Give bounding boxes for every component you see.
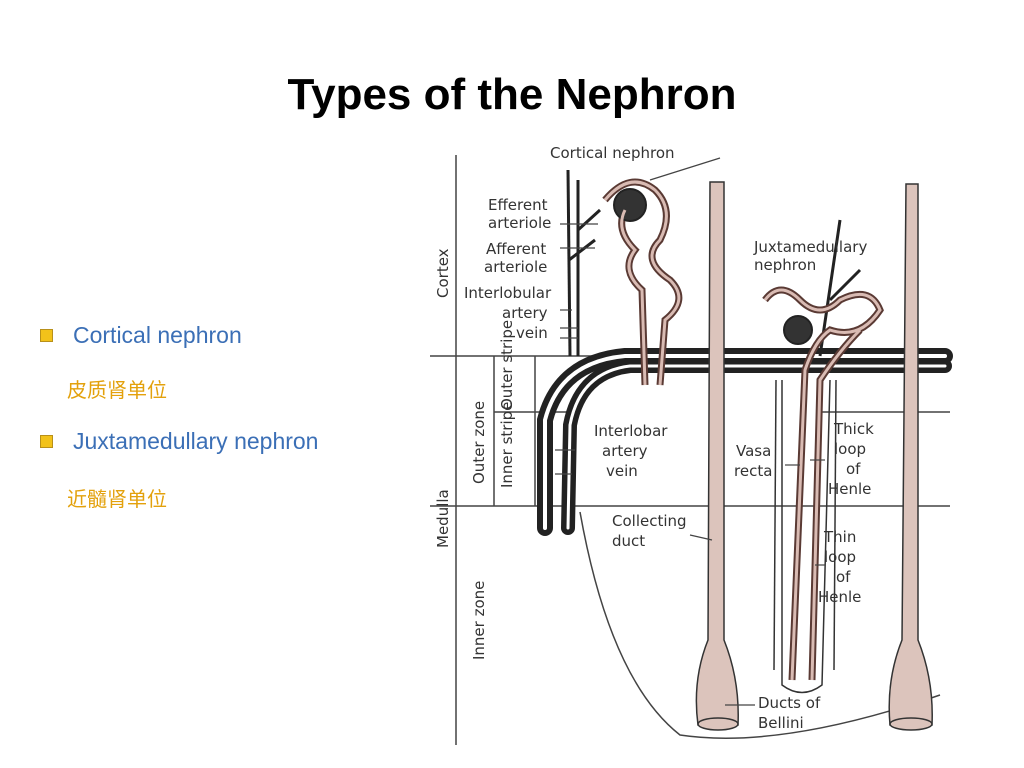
label-collecting-2: duct xyxy=(612,532,645,550)
label-interlobar-2: artery xyxy=(602,442,648,460)
label-efferent-1: Efferent xyxy=(488,196,548,214)
bullet-sub-cortical: 皮质肾单位 xyxy=(67,378,167,402)
interlobular-vessels xyxy=(566,169,862,357)
label-afferent-1: Afferent xyxy=(486,240,546,258)
bullet-item-juxtamedullary: Juxtamedullary nephron xyxy=(40,424,318,458)
label-thick-4: Henle xyxy=(828,480,871,498)
arcuate-vessels xyxy=(537,348,953,536)
label-juxta-1: Juxtamedullary xyxy=(753,238,867,256)
juxtamedullary-nephron-fill xyxy=(763,288,882,681)
label-efferent-2: arteriole xyxy=(488,214,551,232)
label-thin-3: of xyxy=(836,568,851,586)
zone-label-inner-zone: Inner zone xyxy=(470,581,488,660)
zone-label-cortex: Cortex xyxy=(434,248,452,298)
nephron-diagram: Cortex Outer zone Outer stripe Inner str… xyxy=(430,144,953,745)
label-interlobular-1: Interlobular xyxy=(464,284,552,302)
slide-title: Types of the Nephron xyxy=(287,70,737,119)
leader-lines xyxy=(555,157,825,706)
zone-label-outer-stripe: Outer stripe xyxy=(498,320,516,410)
label-thick-1: Thick xyxy=(833,420,874,438)
zone-label-medulla: Medulla xyxy=(434,489,452,548)
label-cortical-nephron: Cortical nephron xyxy=(550,144,675,162)
bullet-sub-juxtamedullary: 近髓肾单位 xyxy=(67,487,167,511)
label-interlobar-1: Interlobar xyxy=(594,422,668,440)
zone-lines xyxy=(430,155,950,745)
label-ducts-1: Ducts of xyxy=(758,694,821,712)
label-collecting-1: Collecting xyxy=(612,512,687,530)
label-thin-2: loop xyxy=(824,548,856,566)
label-vasa-1: Vasa xyxy=(736,442,771,460)
bullet-label: Cortical nephron xyxy=(73,321,242,348)
label-thick-3: of xyxy=(846,460,861,478)
label-afferent-2: arteriole xyxy=(484,258,547,276)
label-thin-4: Henle xyxy=(818,588,861,606)
label-interlobular-2: artery xyxy=(502,304,548,322)
label-vasa-2: recta xyxy=(734,462,772,480)
cortical-nephron-fill xyxy=(603,180,681,386)
label-interlobar-3: vein xyxy=(606,462,638,480)
label-ducts-2: Bellini xyxy=(758,714,804,732)
zone-label-outer-zone: Outer zone xyxy=(470,401,488,484)
collecting-ducts xyxy=(695,181,933,731)
zone-label-inner-stripe: Inner stripe xyxy=(498,402,516,488)
label-thick-2: loop xyxy=(834,440,866,458)
bullet-item-cortical: Cortical nephron xyxy=(40,318,242,352)
label-juxta-2: nephron xyxy=(754,256,816,274)
bullet-label: Juxtamedullary nephron xyxy=(73,427,319,454)
label-interlobular-3: vein xyxy=(516,324,548,342)
vasa-recta xyxy=(773,379,837,694)
bullet-square-icon xyxy=(40,434,53,448)
label-thin-1: Thin xyxy=(823,528,856,546)
bullet-square-icon xyxy=(40,328,53,342)
